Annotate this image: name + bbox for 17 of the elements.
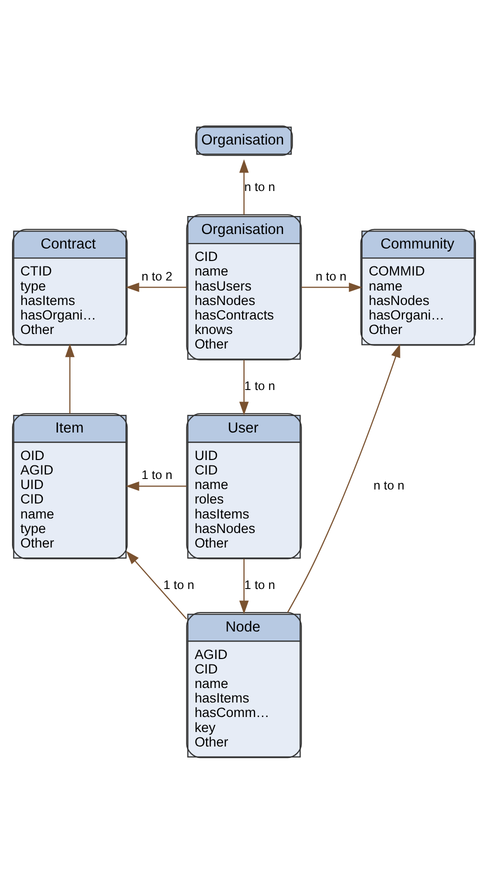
arrow xyxy=(239,159,249,215)
edge-label: 1 to n xyxy=(141,468,172,482)
arrow xyxy=(239,360,249,416)
arrow xyxy=(65,344,75,414)
arrow xyxy=(126,481,187,491)
arrow xyxy=(239,558,249,614)
arrow xyxy=(126,282,187,292)
edge-label: n to n xyxy=(316,269,347,284)
edge-label: 1 to n xyxy=(244,378,276,393)
arrow xyxy=(302,282,362,292)
edge-label: n to 2 xyxy=(141,269,172,284)
arrow xyxy=(126,550,187,620)
arrow xyxy=(287,344,400,613)
edge-label: 1 to n xyxy=(244,578,276,592)
edge-label: n to n xyxy=(373,478,404,492)
edge-label: n to n xyxy=(244,180,276,194)
edge-label: 1 to n xyxy=(163,578,194,592)
